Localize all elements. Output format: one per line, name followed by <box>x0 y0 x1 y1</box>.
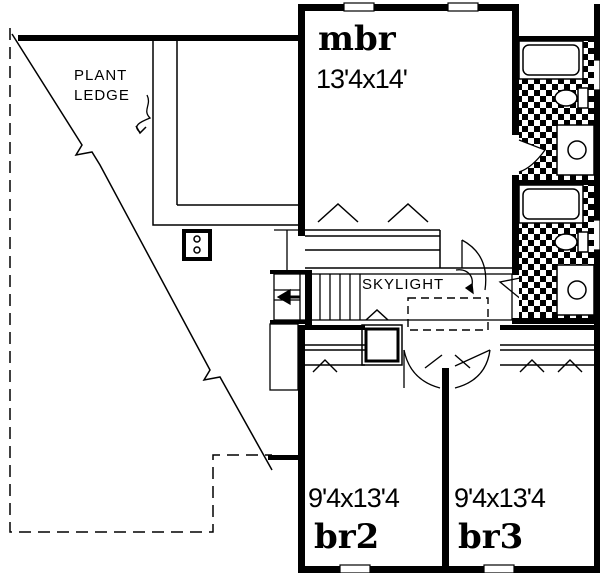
skylight-label: SKYLIGHT <box>362 276 445 293</box>
room-name-mbr: mbr <box>318 19 396 59</box>
skylight-arrow <box>455 269 474 295</box>
stair <box>269 229 513 391</box>
room-dimensions-br2: 9'4x13'4 <box>308 483 400 513</box>
mbr-closet <box>305 202 512 269</box>
room-dimensions-mbr: 13'4x14' <box>316 64 408 94</box>
room-name-br3: br3 <box>458 517 524 557</box>
skylight-outline <box>407 297 489 331</box>
plant-ledge-label-line1: PLANT <box>74 67 128 84</box>
room-dimensions-br3: 9'4x13'4 <box>454 483 546 513</box>
roof-outline <box>9 28 272 533</box>
plant-ledge-label-line2: LEDGE <box>74 87 130 104</box>
room-name-br2: br2 <box>314 517 380 557</box>
chimney <box>182 229 212 261</box>
windows <box>339 2 600 573</box>
walls <box>18 4 600 573</box>
linen-closet <box>361 308 403 366</box>
roof-slope-line <box>11 33 273 471</box>
plant-ledge <box>135 39 302 226</box>
hall-doors <box>403 239 529 389</box>
bathrooms <box>512 40 595 318</box>
bedroom-closets <box>305 344 594 373</box>
